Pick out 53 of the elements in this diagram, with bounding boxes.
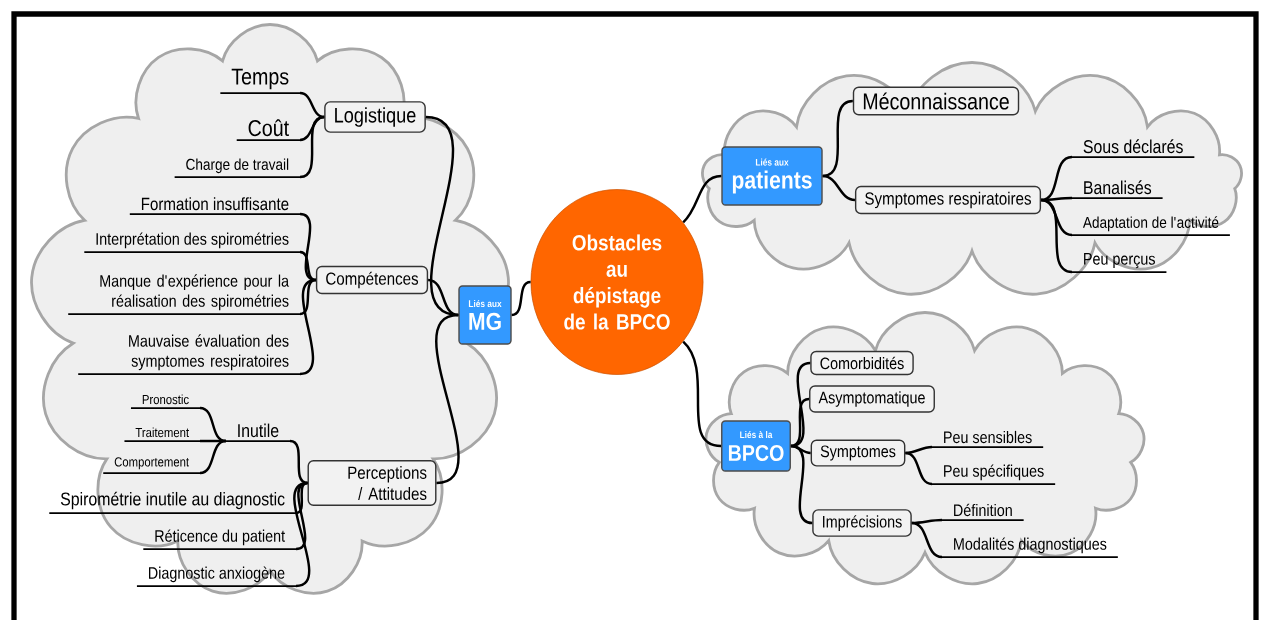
connector <box>299 278 317 316</box>
underlined-text: Mauvaise évaluation des symptomes respiratoires <box>77 334 301 375</box>
underlined-text: Spirométrie inutile au diagnostic <box>48 491 297 514</box>
connector <box>1040 198 1073 274</box>
connector <box>427 278 459 317</box>
connector <box>790 397 810 448</box>
underlined-text: Traitement <box>123 427 201 442</box>
underlined-text: Sous déclarés <box>1071 139 1196 158</box>
underlined-text: Peu sensibles <box>931 430 1045 448</box>
category-box: Liés à la BPCO <box>721 420 791 472</box>
connector <box>199 406 227 443</box>
underlined-text: Définition <box>941 503 1025 521</box>
connector <box>682 340 722 448</box>
underlined-text: Coût <box>235 119 301 141</box>
underlined-text: Banalisés <box>1071 180 1164 199</box>
connector <box>1040 155 1073 202</box>
connector <box>295 481 308 551</box>
underlined-text: Réticence du patient <box>142 529 297 550</box>
connector <box>911 521 943 559</box>
underlined-text: Formation insuffisante <box>128 197 301 215</box>
category-box: Liés aux MG <box>458 285 512 345</box>
underlined-text: Pronostic <box>130 394 201 409</box>
topic-box: Logistique <box>324 101 426 133</box>
connector <box>822 174 856 202</box>
underlined-text: Interprétation des spirométries <box>83 232 301 253</box>
underlined-text: Temps <box>219 68 301 94</box>
underlined-text: Peu perçus <box>1071 253 1168 273</box>
topic-box: Imprécisions <box>812 509 912 537</box>
cloud-shape <box>30 23 510 595</box>
underlined-text: Peu spécifiques <box>931 464 1057 485</box>
connector <box>511 280 531 317</box>
connector <box>289 439 308 485</box>
topic-box: Symptomes <box>810 439 906 467</box>
connector <box>199 439 227 475</box>
topic-box: Comorbidités <box>810 350 914 376</box>
connector <box>299 250 317 282</box>
topic-box: Asymptomatique <box>809 385 935 413</box>
underlined-text: Charge de travail <box>173 158 301 178</box>
connector <box>299 91 325 119</box>
underlined-text: Modalités diagnostiques <box>941 537 1119 558</box>
underlined-text: Comportement <box>102 457 201 474</box>
underlined-text: Diagnostic anxiogène <box>136 566 297 587</box>
connector <box>435 313 460 485</box>
underlined-text: Adaptation de l'activité <box>1071 216 1231 236</box>
topic-box: Perceptions / Attitudes <box>307 460 437 506</box>
underlined-text: Inutile <box>225 423 291 442</box>
topic-box: Compétences <box>315 265 429 295</box>
category-box: Liés aux patients <box>721 146 823 206</box>
topic-box: Méconnaissance <box>852 86 1020 116</box>
topic-box: Symptomes respiratoires <box>854 185 1042 215</box>
underlined-text: Manque d'expérience pour la réalisation des spirométries <box>67 274 301 315</box>
connector <box>299 115 325 142</box>
connector <box>905 451 933 486</box>
